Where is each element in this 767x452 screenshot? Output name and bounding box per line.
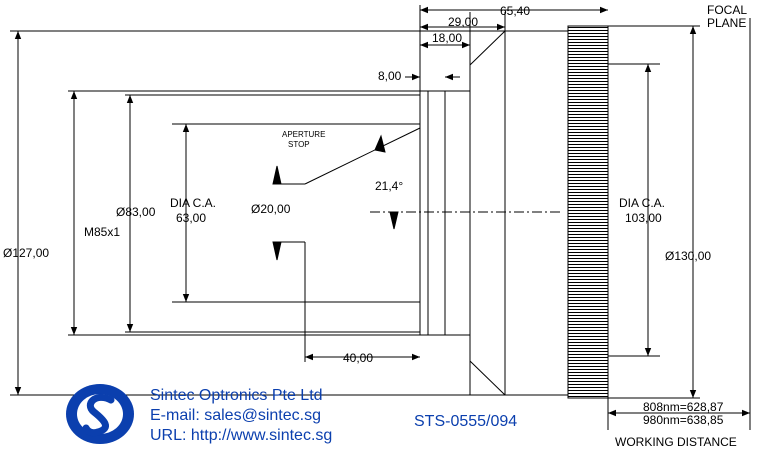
dim-dia-20: Ø20,00 xyxy=(251,202,291,216)
knurled-ring xyxy=(567,25,609,399)
dim-ca-right-2: 103,00 xyxy=(625,211,662,225)
dim-dia-130: Ø130,00 xyxy=(665,249,711,263)
dim-65-40: 65,40 xyxy=(500,4,530,18)
dimension-lines xyxy=(14,6,750,417)
dim-40-00: 40,00 xyxy=(343,351,373,365)
dim-dia-83: Ø83,00 xyxy=(116,205,156,219)
focal-plane-label: FOCAL xyxy=(707,3,747,17)
dim-ca-right-1: DIA C.A. xyxy=(619,196,665,210)
company-url: URL: http://www.sintec.sg xyxy=(150,427,332,444)
aperture-label-2: STOP xyxy=(288,140,310,149)
wd-808: 808nm=628,87 xyxy=(643,400,724,414)
focal-plane-label-2: PLANE xyxy=(707,16,746,30)
angle-label: 21,4° xyxy=(375,179,403,193)
wd-980: 980nm=638,85 xyxy=(643,413,724,427)
dim-m85: M85x1 xyxy=(84,225,120,239)
aperture-stop xyxy=(272,127,421,362)
dim-29-00: 29,00 xyxy=(448,15,478,29)
dim-8-00: 8,00 xyxy=(378,69,402,83)
dim-18-00: 18,00 xyxy=(432,31,462,45)
sintec-logo xyxy=(66,384,134,444)
working-distance-label: WORKING DISTANCE xyxy=(615,435,737,449)
dim-ca-left-1: DIA C.A. xyxy=(170,196,216,210)
company-email: E-mail: sales@sintec.sg xyxy=(150,407,321,424)
company-name: Sintec Optronics Pte Ltd xyxy=(150,387,323,404)
aperture-label: APERTURE xyxy=(282,130,325,139)
dim-dia-127: Ø127,00 xyxy=(3,246,49,260)
dim-ca-left-2: 63,00 xyxy=(176,211,206,225)
lens-body xyxy=(10,30,568,396)
part-number: STS-0555/094 xyxy=(414,413,517,430)
